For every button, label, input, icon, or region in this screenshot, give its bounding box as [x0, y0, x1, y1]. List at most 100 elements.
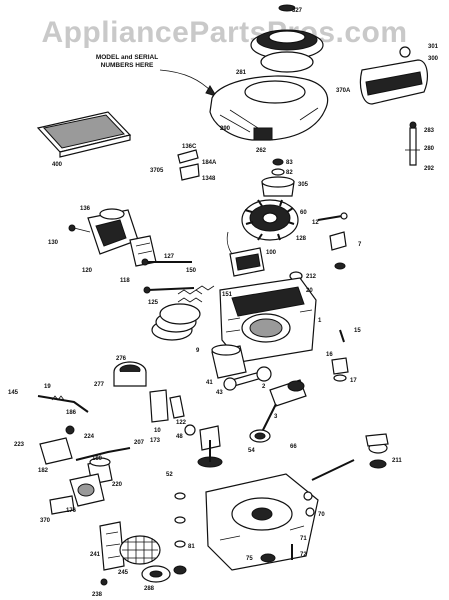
label-223: 223 [14, 442, 25, 448]
part-370-label[interactable] [49, 495, 75, 515]
label-118: 118 [120, 278, 130, 284]
part-288-bushing[interactable] [141, 565, 171, 583]
label-370: 370 [40, 518, 51, 524]
part-238-screw[interactable] [100, 578, 108, 586]
label-15: 15 [354, 328, 361, 334]
label-71: 71 [300, 536, 307, 542]
note-arrowhead [205, 85, 218, 97]
part-1-cylinder-block[interactable] [219, 277, 317, 363]
label-182: 182 [38, 468, 49, 474]
label-207: 207 [134, 440, 145, 446]
label-16: 16 [326, 352, 333, 358]
part-10-gasket[interactable] [149, 389, 185, 423]
label-305: 305 [298, 182, 309, 188]
label-17: 17 [350, 378, 357, 384]
part-120-carburetor[interactable] [68, 208, 139, 255]
part-122-governor[interactable] [184, 424, 223, 468]
label-127: 127 [164, 254, 175, 260]
label-66: 66 [290, 444, 297, 450]
label-1348: 1348 [202, 176, 216, 182]
part-327-starter-rope-cap[interactable] [250, 4, 324, 73]
label-327: 327 [292, 8, 303, 14]
label-130: 130 [48, 240, 59, 246]
label-54: 54 [248, 448, 255, 454]
part-labels: 327 281 370A 290 301 300 400 262 136C 37… [8, 8, 439, 598]
label-136c: 136C [182, 144, 197, 150]
label-180: 180 [92, 456, 103, 462]
model-serial-note: MODEL and SERIAL NUMBERS HERE [95, 54, 159, 69]
label-81: 81 [188, 544, 195, 550]
label-120: 120 [82, 268, 93, 274]
label-151: 151 [222, 292, 233, 298]
part-212-screw[interactable] [289, 262, 346, 281]
label-7: 7 [358, 242, 362, 248]
part-60-flywheel[interactable] [241, 199, 299, 241]
label-10: 10 [154, 428, 161, 434]
part-300-muffler[interactable] [359, 46, 428, 105]
part-136c-bracket[interactable] [177, 149, 200, 181]
label-150: 150 [186, 268, 197, 274]
part-19-link[interactable] [37, 395, 89, 413]
label-212: 212 [306, 274, 317, 280]
part-81-bolts[interactable] [173, 492, 187, 575]
part-100-ignition-armature[interactable] [226, 231, 265, 277]
part-66-crankcase-sump[interactable] [205, 473, 319, 571]
label-60: 60 [300, 210, 307, 216]
label-281: 281 [236, 70, 247, 76]
label-2: 2 [262, 384, 266, 390]
label-277: 277 [94, 382, 105, 388]
label-20: 20 [306, 288, 313, 294]
label-48: 48 [176, 434, 183, 440]
label-220: 220 [112, 482, 123, 488]
label-125: 125 [148, 300, 159, 306]
part-127-bolts[interactable] [141, 258, 195, 294]
label-262: 262 [256, 148, 267, 154]
part-54-oil-seal[interactable] [249, 429, 271, 443]
label-52: 52 [166, 472, 173, 478]
part-7-key[interactable] [329, 231, 347, 251]
label-300: 300 [428, 56, 439, 62]
part-305-flywheel-clutch[interactable] [261, 158, 295, 197]
label-70: 70 [318, 512, 325, 518]
label-41: 41 [206, 380, 213, 386]
label-370a: 370A [336, 88, 351, 94]
part-245-filter-element[interactable] [119, 535, 161, 565]
part-15-hardware[interactable] [331, 329, 349, 382]
label-292: 292 [424, 166, 435, 172]
label-75: 75 [246, 556, 253, 562]
part-276-fuel-cap[interactable] [113, 361, 147, 387]
part-12-bolt[interactable] [317, 212, 348, 221]
part-70-hardware[interactable] [260, 491, 315, 563]
part-241-air-cleaner-cover[interactable] [99, 521, 125, 571]
label-3705: 3705 [150, 168, 164, 174]
part-290-blower-housing[interactable] [209, 75, 329, 141]
watermark: AppliancePartsPros.com [41, 16, 408, 49]
label-288: 288 [144, 586, 155, 592]
part-211-dipstick[interactable] [311, 433, 389, 481]
label-186: 186 [66, 410, 77, 416]
part-40-piston-rings[interactable] [151, 303, 201, 341]
part-176-fuel-pump[interactable] [69, 473, 105, 507]
label-128: 128 [296, 236, 307, 242]
label-400: 400 [52, 162, 63, 168]
label-280: 280 [424, 146, 435, 152]
label-238: 238 [92, 592, 103, 598]
part-2-connecting-rod[interactable] [223, 366, 272, 391]
label-100: 100 [266, 250, 277, 256]
part-150-valve-springs[interactable] [177, 285, 215, 303]
label-301: 301 [428, 44, 439, 50]
label-176: 176 [66, 508, 77, 514]
part-400-air-filter[interactable] [36, 111, 132, 158]
label-83: 83 [286, 160, 293, 166]
part-41-piston[interactable] [211, 344, 247, 379]
label-122: 122 [176, 420, 187, 426]
label-184a: 184A [202, 160, 217, 166]
label-173: 173 [150, 438, 161, 444]
label-276: 276 [116, 356, 127, 362]
note-arrow [159, 69, 213, 93]
label-12: 12 [312, 220, 319, 226]
part-280-bracket[interactable] [405, 121, 420, 166]
label-3: 3 [274, 414, 278, 420]
label-43: 43 [216, 390, 223, 396]
